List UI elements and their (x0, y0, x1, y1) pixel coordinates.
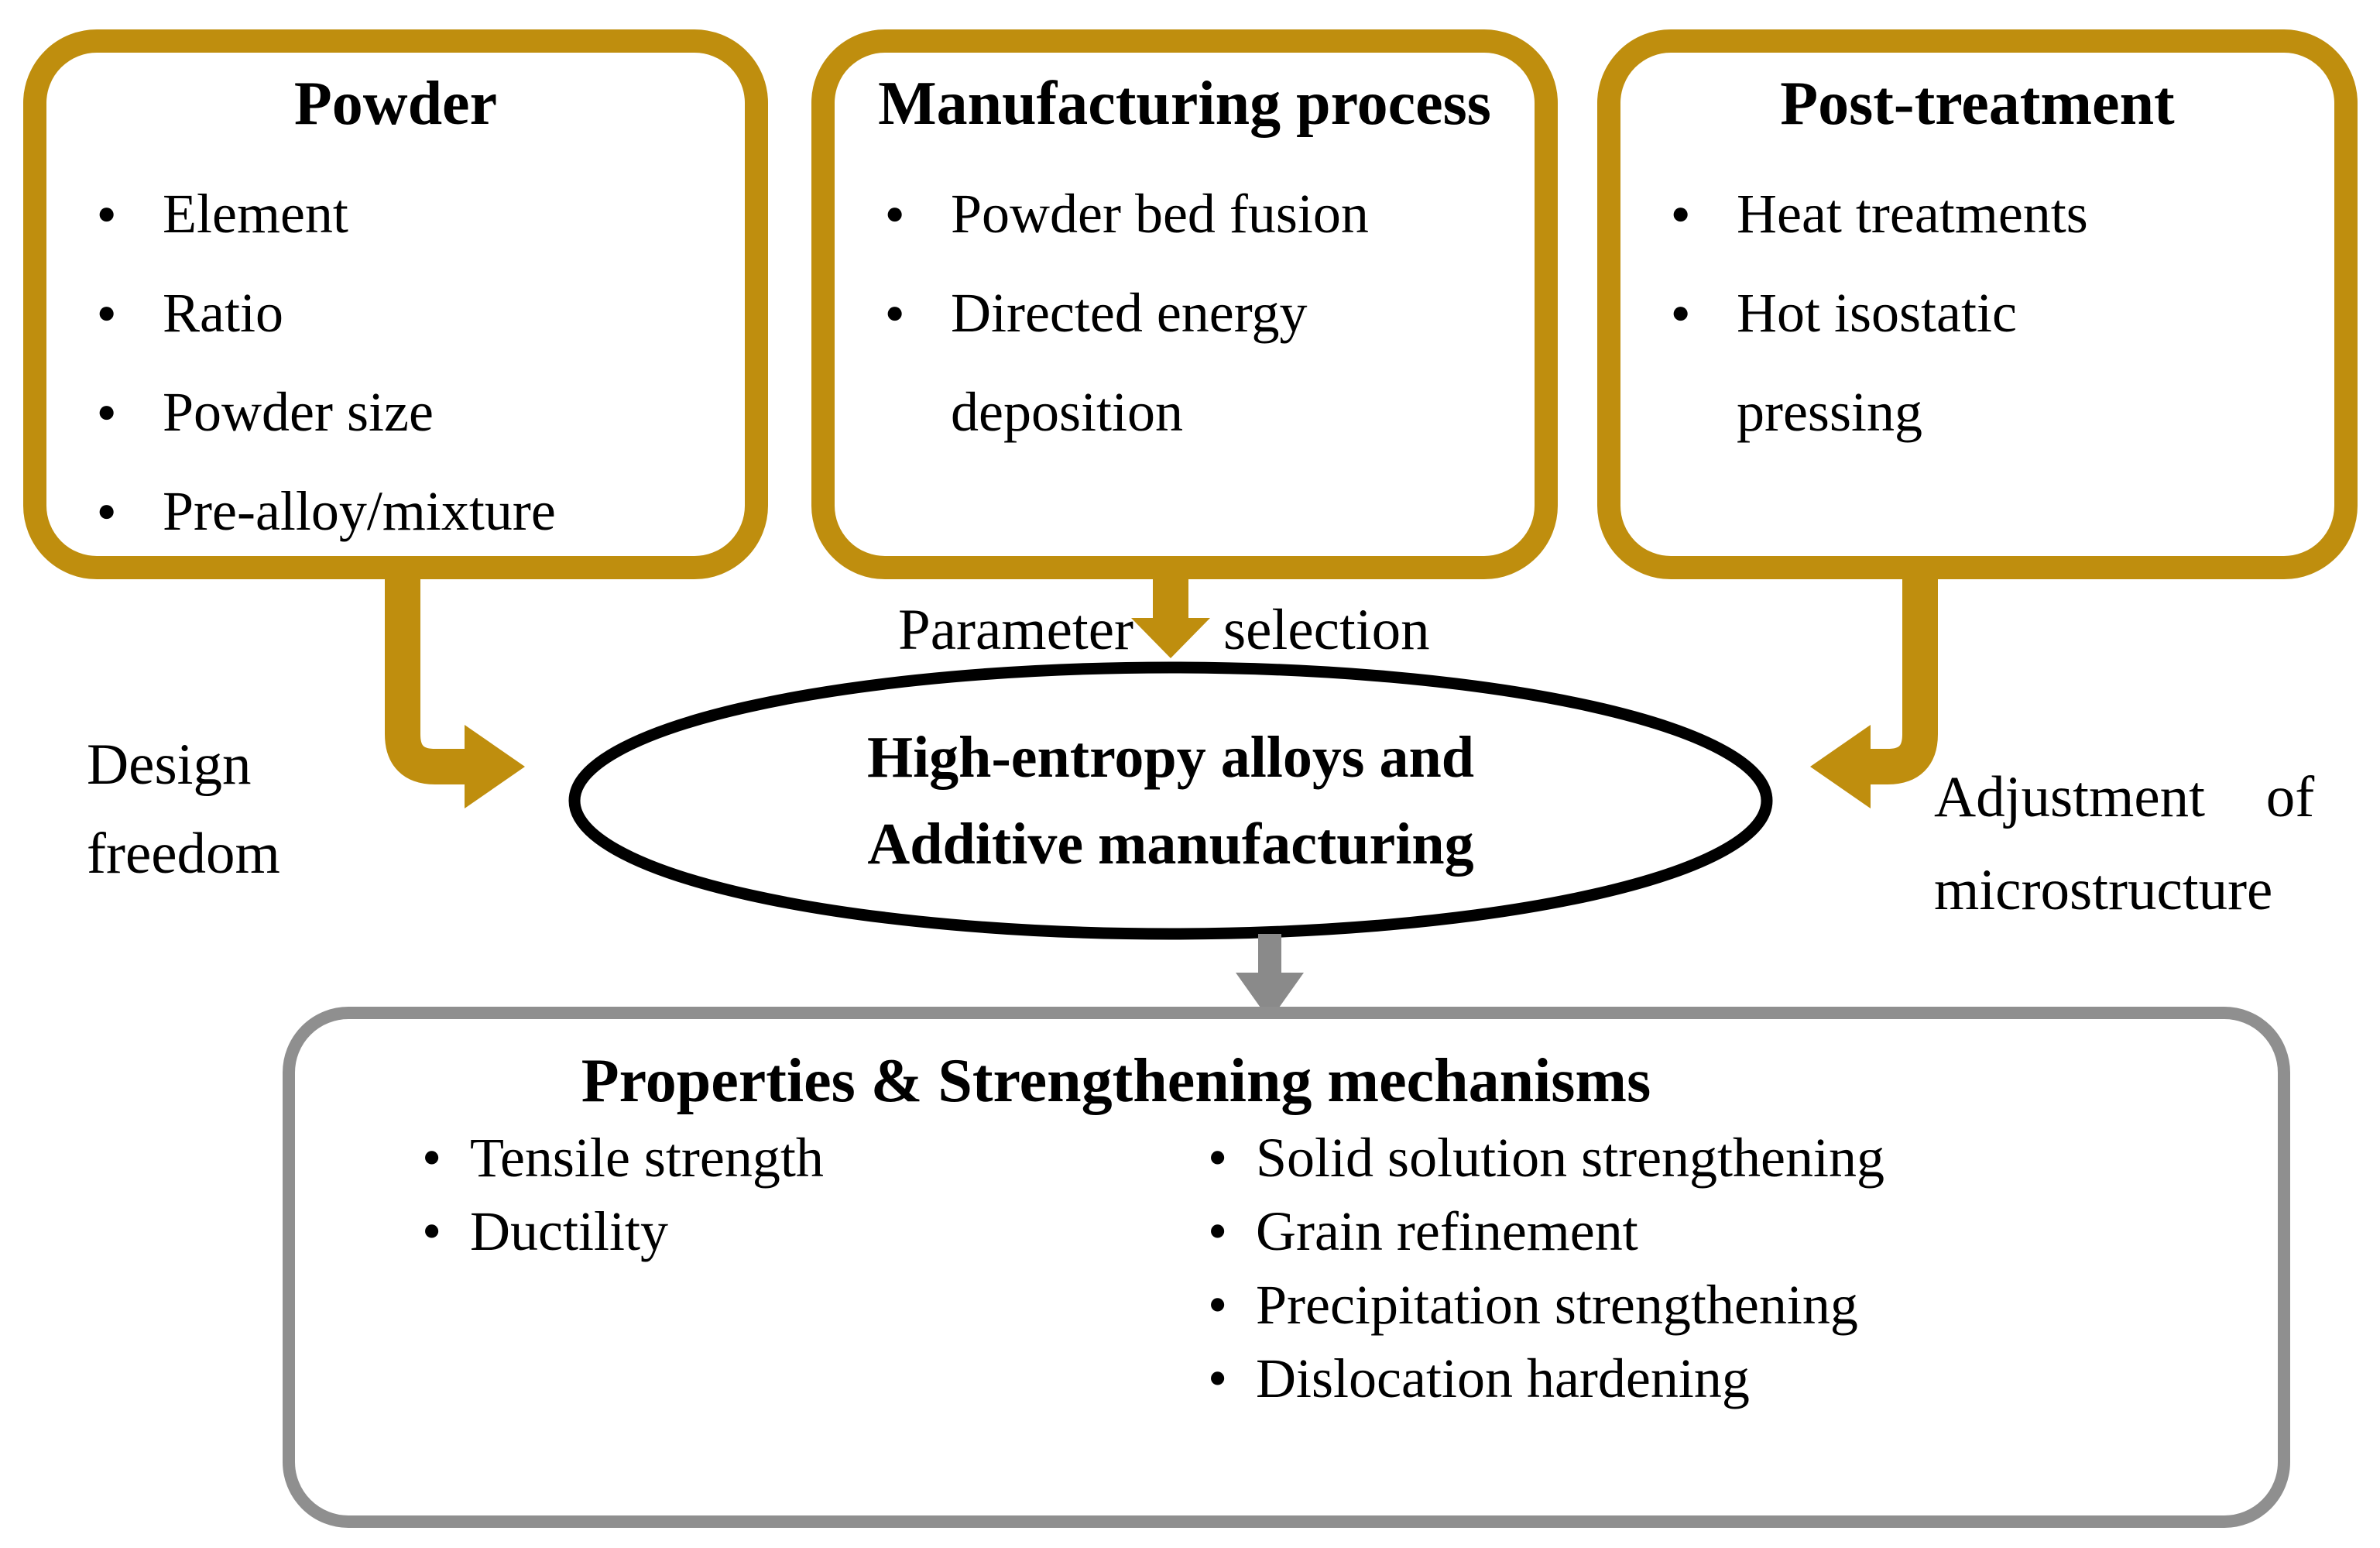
list-item: Element (89, 164, 745, 263)
list-item: Powder size (89, 362, 745, 462)
properties-box: Properties & Strengthening mechanisms Te… (283, 1007, 2290, 1528)
list-item: Precipitation strengthening (1208, 1268, 2276, 1342)
list-item: Tensile strength (422, 1121, 1181, 1195)
ellipse-label: High-entropy alloys and Additive manufac… (629, 714, 1713, 887)
list-item: Solid solution strengthening (1208, 1121, 2276, 1195)
list-item: Hot isostatic pressing (1663, 263, 2178, 462)
manufacturing-box-title: Manufacturing process (878, 70, 1491, 138)
arrow-down-icon (1236, 934, 1304, 1021)
list-item: Grain refinement (1208, 1195, 2276, 1268)
list-item: Ratio (89, 263, 745, 362)
list-item: Directed energy deposition (877, 263, 1485, 462)
powder-list: Element Ratio Powder size Pre-alloy/mixt… (46, 164, 745, 561)
adjustment-line2: microstructure (1934, 858, 2273, 922)
selection-label: selection (1223, 598, 1430, 662)
arrow-down-icon (1131, 578, 1210, 658)
elbow-arrow-left-icon (1810, 578, 1938, 808)
adjustment-label: Adjustment of microstructure (1934, 751, 2380, 937)
parameter-label: Parameter (898, 598, 1133, 662)
properties-list-left: Tensile strength Ductility (422, 1121, 1181, 1268)
powder-box: Powder Element Ratio Powder size Pre-all… (23, 29, 768, 579)
design-freedom-line2: freedom (87, 822, 280, 886)
post-treatment-box-title: Post-treatment (1780, 70, 2175, 138)
properties-box-title: Properties & Strengthening mechanisms (581, 1047, 1651, 1115)
manufacturing-list: Powder bed fusion Directed energy deposi… (835, 164, 1535, 462)
post-treatment-box: Post-treatment Heat treatments Hot isost… (1597, 29, 2358, 579)
design-freedom-label: Design freedom (87, 720, 443, 898)
strengthening-list-right: Solid solution strengthening Grain refin… (1208, 1121, 2276, 1416)
list-item: Powder bed fusion (877, 164, 1485, 263)
powder-box-title: Powder (293, 70, 498, 138)
ellipse-label-line2: Additive manufacturing (867, 812, 1474, 877)
adjustment-line1: Adjustment of (1934, 765, 2315, 829)
list-item: Ductility (422, 1195, 1181, 1268)
ellipse-label-line1: High-entropy alloys and (866, 725, 1475, 790)
list-item: Pre-alloy/mixture (89, 462, 745, 561)
list-item: Dislocation hardening (1208, 1342, 2276, 1416)
elbow-arrow-right-icon (385, 578, 525, 808)
list-item: Heat treatments (1663, 164, 2178, 263)
hea-am-ellipse (568, 661, 1773, 940)
post-treatment-list: Heat treatments Hot isostatic pressing (1620, 164, 2334, 462)
design-freedom-line1: Design (87, 733, 252, 797)
manufacturing-process-box: Manufacturing process Powder bed fusion … (811, 29, 1558, 579)
